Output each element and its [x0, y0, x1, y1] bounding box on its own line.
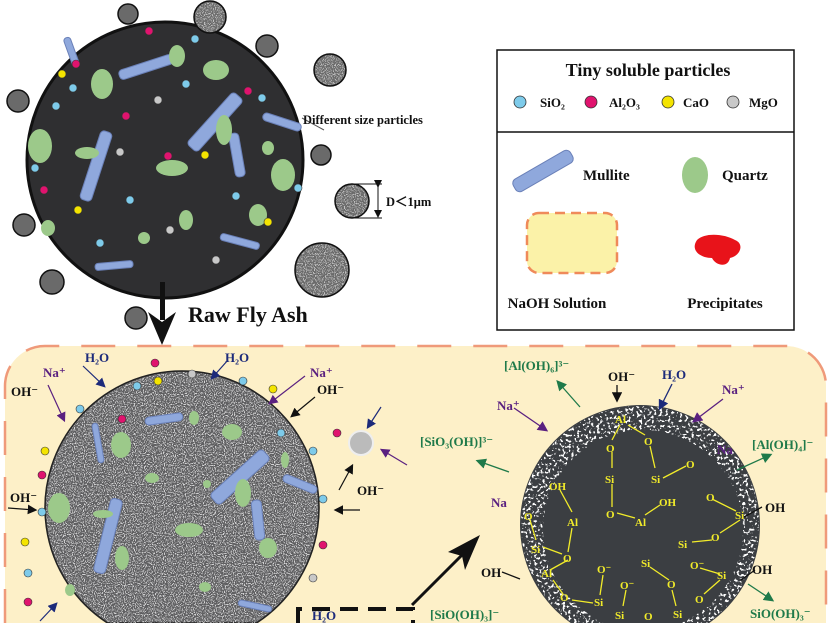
label-na-bond-right: Na — [717, 442, 733, 457]
structure-atom: O — [706, 492, 715, 504]
gel-structure-particle — [519, 405, 760, 623]
label-sio-oh3-right: SiO(OH)₃⁻ — [750, 606, 811, 621]
structure-atom: O — [606, 509, 615, 521]
zoom-box — [296, 607, 415, 623]
label-h2o-right: H₂O — [662, 367, 686, 382]
structure-atom: O — [560, 592, 569, 604]
mgo-icon — [726, 95, 740, 109]
structure-atom: Si — [673, 609, 682, 621]
raw-fly-ash-particle — [25, 20, 305, 300]
legend-cao: CaO — [683, 95, 709, 110]
label-na-bond-left: Na — [491, 495, 507, 510]
structure-atom: Si — [531, 544, 540, 556]
label-oh-top: OH⁻ — [608, 369, 635, 384]
structure-atom: O — [711, 532, 720, 544]
structure-atom: Al — [615, 414, 626, 426]
legend-sio2: SiO₂ — [540, 95, 565, 110]
label-oh-right-2: OH — [752, 562, 772, 577]
label-na-2: Na⁺ — [310, 365, 333, 380]
structure-atom: O⁻ — [690, 560, 705, 572]
label-sio-oh3-left: [SiO(OH)₃]⁻ — [430, 607, 499, 622]
soluble-dots — [30, 26, 303, 265]
quartz-icon — [682, 157, 708, 193]
sio2-icon — [513, 95, 527, 109]
label-h2o-1: H₂O — [85, 350, 109, 365]
structure-atom: O — [563, 553, 572, 565]
legend-box: Tiny soluble particles SiO₂ Al₂O₃ CaO Mg… — [496, 49, 795, 331]
structure-atom: Si — [594, 597, 603, 609]
label-al-oh-6: [Al(OH)₆]³⁻ — [504, 358, 569, 373]
label-sio3oh: [SiO₃(OH)]³⁻ — [420, 434, 493, 449]
structure-atom: Si — [641, 558, 650, 570]
legend-precipitates: Precipitates — [687, 296, 763, 312]
cao-icon — [661, 95, 675, 109]
mullite-icon — [512, 149, 574, 193]
label-al-oh-4: [Al(OH)₄]⁻ — [752, 437, 813, 452]
structure-atom: Al — [567, 517, 578, 529]
ion-arrows-right — [475, 380, 775, 602]
diameter-bracket — [352, 180, 382, 219]
structure-labels: Al O O Si Si O OH OH Al O Al O Si O Si O… — [524, 414, 744, 623]
structure-atom: OH — [659, 497, 677, 509]
label-na-right-2: Na⁺ — [497, 398, 520, 413]
structure-atom: Si — [615, 610, 624, 622]
structure-atom: O — [667, 579, 676, 591]
pointer-line — [301, 117, 325, 131]
structure-atom: O⁻ — [597, 564, 612, 576]
label-na-1: Na⁺ — [43, 365, 66, 380]
down-arrow — [148, 282, 176, 345]
small-particles-speckle — [195, 2, 368, 296]
structure-atom: Al — [635, 517, 646, 529]
structure-atom: Si — [605, 474, 614, 486]
label-oh-2: OH⁻ — [317, 382, 344, 397]
naoh-solution-icon — [525, 211, 619, 275]
label-na-right-1: Na⁺ — [722, 382, 745, 397]
structure-atom: Si — [651, 474, 660, 486]
label-oh-left-struct: OH — [481, 565, 501, 580]
al2o3-icon — [584, 95, 598, 109]
diameter-label: D＜1μm — [386, 195, 432, 209]
label-oh-right-1: OH — [765, 500, 785, 515]
structure-atom: Al — [541, 568, 552, 580]
zoom-arrow-head — [448, 535, 480, 570]
ion-arrows-left — [7, 359, 408, 622]
label-h2o-3: H₂O — [312, 608, 336, 623]
reacting-particle-left — [44, 370, 320, 623]
legend-title: Tiny soluble particles — [566, 60, 731, 80]
raw-fly-ash-label: Raw Fly Ash — [188, 302, 308, 327]
structure-atom: O⁻ — [620, 580, 635, 592]
legend-mullite: Mullite — [583, 168, 630, 184]
structure-atom: Si — [678, 539, 687, 551]
precipitate-particle — [348, 430, 374, 456]
structure-atom: Si — [717, 570, 726, 582]
structure-atom: O — [606, 443, 615, 455]
structure-atom: O — [686, 459, 695, 471]
structure-atom: O — [644, 611, 653, 623]
structure-atom: Si — [735, 510, 744, 522]
label-oh-3: OH⁻ — [10, 490, 37, 505]
legend-naoh: NaOH Solution — [508, 296, 607, 312]
legend-mgo: MgO — [749, 95, 778, 110]
different-size-label: Different size particles — [303, 113, 423, 127]
label-oh-4: OH⁻ — [357, 483, 384, 498]
precipitate-icon — [694, 234, 741, 265]
mullite-crystals — [63, 36, 302, 271]
legend-quartz: Quartz — [722, 168, 768, 184]
quartz-grains — [28, 45, 295, 244]
structure-atom: O — [695, 594, 704, 606]
naoh-solution-panel-border — [3, 344, 828, 623]
label-h2o-2: H₂O — [225, 350, 249, 365]
structure-atom: O — [644, 436, 653, 448]
label-oh-1: OH⁻ — [11, 384, 38, 399]
dissolved-dots-left — [20, 358, 342, 607]
structure-atom: O — [524, 511, 533, 523]
structure-atom: OH — [549, 481, 567, 493]
legend-al2o3: Al₂O₃ — [609, 95, 640, 110]
